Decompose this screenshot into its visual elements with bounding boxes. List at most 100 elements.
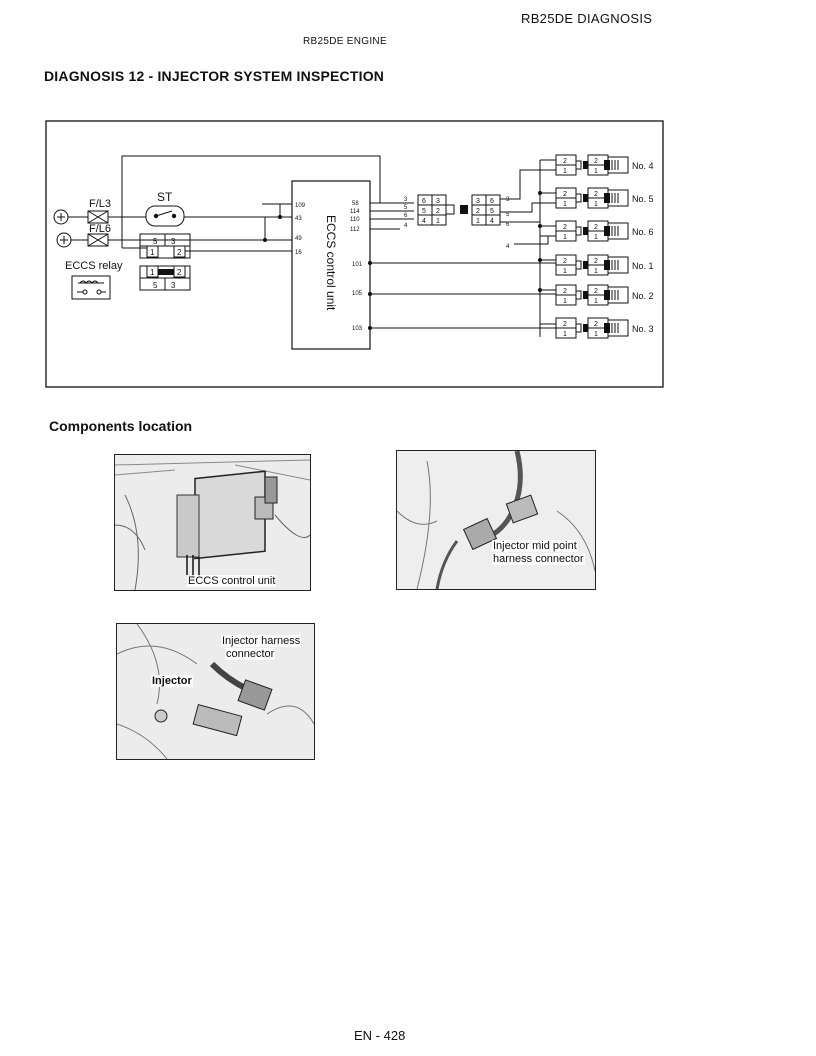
svg-text:105: 105 [352, 291, 363, 297]
svg-text:2: 2 [563, 191, 567, 198]
svg-text:2: 2 [563, 288, 567, 295]
svg-text:6: 6 [404, 213, 408, 219]
relay-label: ECCS relay [65, 260, 123, 272]
relay-box-2: 1 2 5 3 [139, 265, 191, 291]
components-title: Components location [49, 418, 193, 434]
svg-text:1: 1 [563, 168, 567, 175]
svg-text:49: 49 [295, 236, 302, 242]
svg-text:1: 1 [436, 218, 440, 225]
svg-text:1: 1 [150, 268, 155, 277]
battery-1 [53, 209, 69, 225]
diagram-frame [45, 120, 664, 388]
svg-text:1: 1 [594, 201, 598, 208]
ecu-right-pins: 58 114 110 112 101 105 103 [350, 201, 363, 332]
relay-box-1: 5 3 1 2 [139, 233, 191, 259]
svg-text:1: 1 [594, 298, 598, 305]
svg-text:1: 1 [563, 268, 567, 275]
injector-label: No. 2 [632, 291, 654, 301]
svg-text:2: 2 [563, 258, 567, 265]
svg-text:4: 4 [490, 218, 494, 225]
svg-text:1: 1 [150, 248, 155, 257]
svg-text:43: 43 [295, 216, 302, 222]
svg-text:5: 5 [153, 237, 158, 246]
svg-text:5: 5 [153, 281, 158, 290]
svg-text:2: 2 [594, 158, 598, 165]
svg-text:2: 2 [563, 158, 567, 165]
page-number: EN - 428 [354, 1028, 406, 1043]
svg-text:3: 3 [171, 237, 176, 246]
svg-text:1: 1 [563, 234, 567, 241]
injector-connector: 2 1 2 1 No. 1 [555, 254, 654, 276]
svg-text:2: 2 [563, 224, 567, 231]
fuse-fl3-label: F/L3 [89, 198, 111, 210]
svg-text:110: 110 [350, 217, 360, 223]
starter-switch [145, 205, 185, 227]
svg-text:112: 112 [350, 227, 360, 233]
svg-text:1: 1 [594, 268, 598, 275]
photo-mid-connector: Injector mid point harness connector [396, 450, 596, 590]
svg-text:4: 4 [404, 223, 408, 229]
svg-text:6: 6 [422, 198, 426, 205]
starter-label: ST [157, 190, 173, 204]
svg-text:5: 5 [422, 208, 426, 215]
injector-caption: Injector [151, 675, 193, 687]
svg-text:6: 6 [490, 198, 494, 205]
svg-text:4: 4 [422, 218, 426, 225]
svg-text:1: 1 [594, 168, 598, 175]
svg-text:3: 3 [171, 281, 176, 290]
mid-point-connector: 6 3 5 2 4 1 3 6 2 5 1 4 [417, 194, 501, 226]
wiring-diagram: ECCS control unit F/L3 F/L6 ST 5 [45, 120, 664, 388]
svg-text:5: 5 [490, 208, 494, 215]
svg-text:3: 3 [404, 197, 408, 203]
harness-caption-line1: Injector harness [221, 635, 302, 647]
svg-text:1: 1 [563, 201, 567, 208]
fuse-fl6-label: F/L6 [89, 223, 111, 235]
mid-caption-line2: harness connector [492, 553, 585, 565]
battery-2 [56, 232, 72, 248]
injector-label: No. 5 [632, 194, 654, 204]
top-loop-wire [121, 155, 381, 248]
svg-text:2: 2 [563, 321, 567, 328]
injector-connector: 2 1 2 1 No. 5 [555, 187, 654, 209]
svg-text:3: 3 [476, 198, 480, 205]
svg-text:2: 2 [476, 208, 480, 215]
svg-text:2: 2 [594, 288, 598, 295]
section-title: RB25DE DIAGNOSIS [521, 11, 653, 26]
svg-text:3: 3 [436, 198, 440, 205]
svg-text:5: 5 [404, 205, 408, 211]
svg-text:101: 101 [352, 262, 363, 268]
ecu-label: ECCS control unit [324, 215, 338, 311]
engine-label: RB25DE ENGINE [303, 36, 387, 47]
mid-caption-line1: Injector mid point [492, 540, 578, 552]
svg-text:109: 109 [295, 203, 306, 209]
svg-text:2: 2 [594, 191, 598, 198]
fuse-fl3 [87, 210, 109, 224]
svg-text:2: 2 [594, 321, 598, 328]
svg-text:114: 114 [350, 209, 360, 215]
svg-text:2: 2 [594, 258, 598, 265]
ecu-left-pins: 109 43 49 16 [262, 203, 306, 256]
svg-text:1: 1 [594, 234, 598, 241]
harness-caption-line2: connector [225, 648, 276, 660]
svg-text:16: 16 [295, 250, 302, 256]
svg-text:2: 2 [177, 268, 182, 277]
svg-text:3: 3 [506, 197, 510, 203]
injector-label: No. 1 [632, 261, 654, 271]
svg-text:2: 2 [594, 224, 598, 231]
injector-label: No. 3 [632, 324, 654, 334]
ecu-caption: ECCS control unit [187, 575, 277, 587]
svg-text:1: 1 [476, 218, 480, 225]
fuse-fl6 [87, 233, 109, 247]
svg-text:4: 4 [506, 244, 510, 250]
injector-connector: 2 1 2 1 No. 2 [555, 284, 654, 306]
svg-text:1: 1 [563, 331, 567, 338]
svg-text:58: 58 [352, 201, 359, 207]
svg-text:2: 2 [436, 208, 440, 215]
svg-text:1: 1 [563, 298, 567, 305]
photo-ecu: ECCS control unit [114, 454, 311, 591]
svg-text:5: 5 [506, 212, 510, 218]
